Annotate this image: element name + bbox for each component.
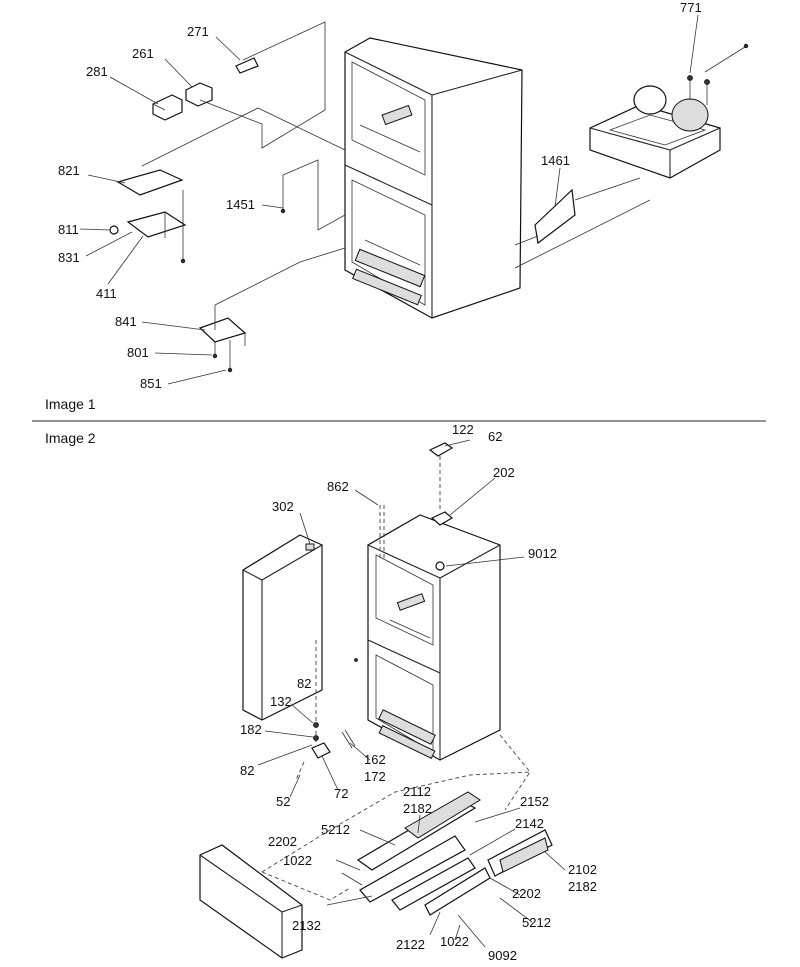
callout-62: 62	[488, 429, 502, 444]
callout-862: 862	[327, 479, 349, 494]
callout-2182-upper: 2182	[403, 801, 432, 816]
connection-lines-1	[79, 14, 699, 385]
top-hinge-parts	[379, 442, 454, 571]
parts-281-261-271	[152, 57, 259, 121]
callout-182: 182	[240, 722, 262, 737]
part-841	[198, 317, 247, 343]
callout-172: 172	[364, 769, 386, 784]
callout-9092: 9092	[488, 948, 517, 963]
callout-1461: 1461	[541, 153, 570, 168]
part-811	[109, 225, 119, 235]
callout-851: 851	[140, 376, 162, 391]
callout-271: 271	[187, 24, 209, 39]
cabinet-2	[367, 514, 501, 761]
callout-2202-right: 2202	[512, 886, 541, 901]
panel-2: Image 2	[45, 422, 597, 963]
callout-281: 281	[86, 64, 108, 79]
drawer-rails	[356, 791, 553, 916]
callout-82-upper: 82	[297, 676, 311, 691]
callout-9012: 9012	[528, 546, 557, 561]
part-1461	[534, 188, 576, 245]
callout-2132: 2132	[292, 918, 321, 933]
callout-811: 811	[58, 222, 79, 237]
callout-2142: 2142	[515, 816, 544, 831]
callout-411: 411	[96, 286, 117, 301]
callout-132: 132	[270, 694, 292, 709]
door-302	[242, 534, 323, 721]
panel-1: 771 271 261 281 821 811 831 411 1451 146…	[45, 0, 749, 412]
callout-1022-lower: 1022	[440, 934, 469, 949]
callout-2182-right: 2182	[568, 879, 597, 894]
cabinet-1	[344, 37, 523, 319]
callout-72: 72	[334, 786, 348, 801]
part-821	[116, 169, 184, 196]
callout-2112: 2112	[403, 784, 431, 799]
callout-1451: 1451	[226, 197, 255, 212]
callout-52: 52	[276, 794, 290, 809]
callout-821: 821	[58, 163, 80, 178]
compressor-assembly	[589, 43, 749, 179]
connection-lines-2	[257, 439, 566, 948]
panel-title-2: Image 2	[45, 430, 96, 446]
panel-title-1: Image 1	[45, 396, 96, 412]
callout-801: 801	[127, 345, 149, 360]
callouts-1: 771 271 261 281 821 811 831 411 1451 146…	[58, 0, 702, 391]
callout-2122: 2122	[396, 937, 425, 952]
callout-2202-left: 2202	[268, 834, 297, 849]
callout-841: 841	[115, 314, 137, 329]
callout-2102: 2102	[568, 862, 597, 877]
callout-122: 122	[452, 422, 474, 437]
callout-2152: 2152	[520, 794, 549, 809]
callout-82-lower: 82	[240, 763, 254, 778]
lower-hinge-parts	[295, 640, 358, 781]
callout-771: 771	[680, 0, 702, 15]
callout-1022-upper: 1022	[283, 853, 312, 868]
callout-5212-upper: 5212	[321, 822, 350, 837]
callout-302: 302	[272, 499, 294, 514]
callouts-2: 122 62 202 862 302 9012 82 132 182 82 16…	[240, 422, 597, 963]
callout-831: 831	[58, 250, 80, 265]
callout-5212-lower: 5212	[522, 915, 551, 930]
callout-261: 261	[132, 46, 154, 61]
callout-162: 162	[364, 752, 386, 767]
part-831	[126, 211, 187, 238]
drawer-front	[199, 844, 303, 959]
callout-202: 202	[493, 465, 515, 480]
